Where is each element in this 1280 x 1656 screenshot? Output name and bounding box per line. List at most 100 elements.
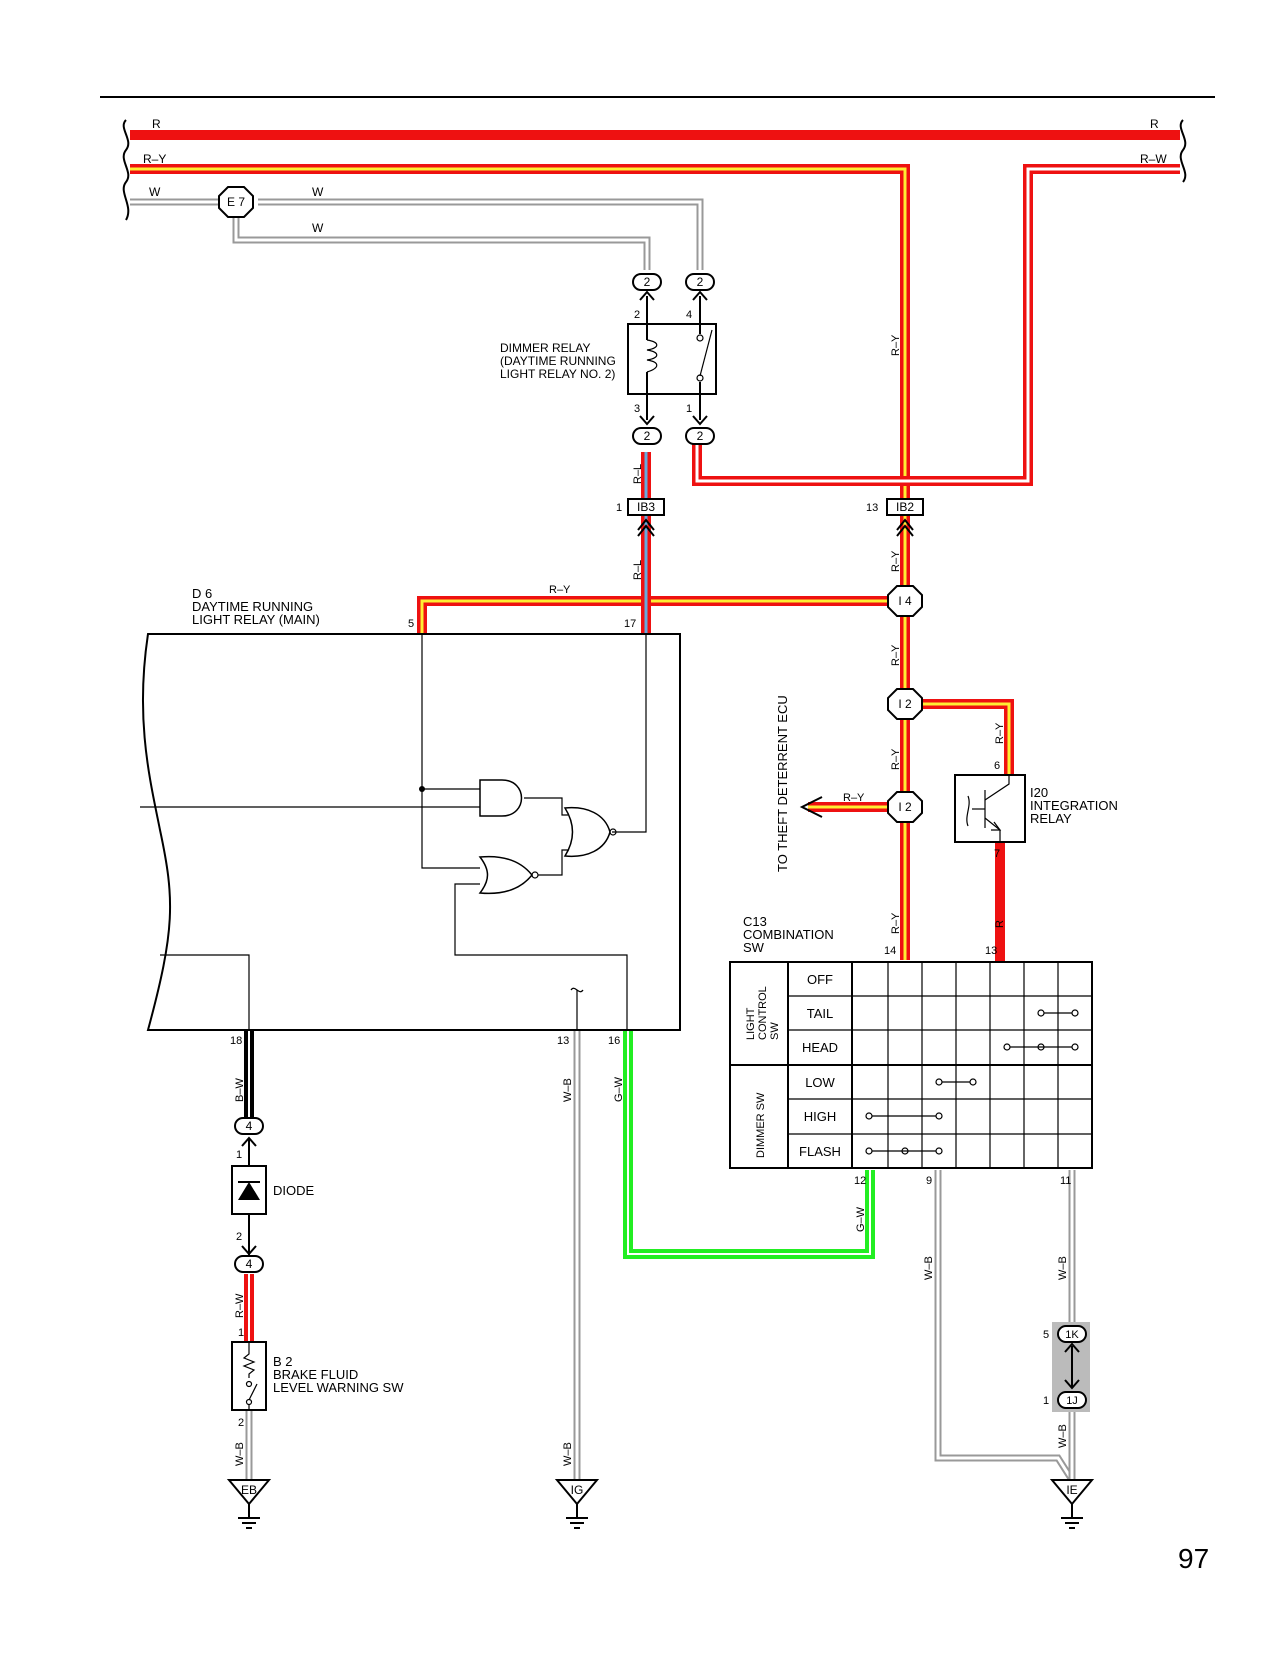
c13-pin-14: 14: [884, 945, 896, 957]
d6-label-3: LIGHT RELAY (MAIN): [192, 612, 320, 627]
c13-row-flash: FLASH: [799, 1144, 841, 1159]
bus-label-rw-right: R–W: [1140, 152, 1167, 166]
c13-row-head: HEAD: [802, 1040, 838, 1055]
svg-text:IB3: IB3: [637, 500, 655, 514]
wire-label-wb-11: W–B: [1057, 1256, 1069, 1280]
c13-row-off: OFF: [807, 972, 833, 987]
svg-text:2: 2: [697, 275, 704, 289]
c13-pin-12: 12: [854, 1175, 866, 1187]
d6-label-2: DAYTIME RUNNING: [192, 599, 313, 614]
wire-label-gw-1: G–W: [613, 1076, 625, 1102]
dr-pin-2: 2: [634, 309, 640, 321]
svg-text:IE: IE: [1066, 1483, 1077, 1497]
ground-eb: EB: [228, 1479, 270, 1529]
i20-label-1: I20: [1030, 785, 1048, 800]
c13-label-3: SW: [743, 940, 765, 955]
ib3-pin: 1: [616, 502, 622, 514]
c13-group-light-2: CONTROL: [757, 986, 769, 1040]
dimmer-relay: [627, 296, 717, 420]
b2-pin-1: 1: [238, 1327, 244, 1339]
svg-text:4: 4: [246, 1257, 253, 1271]
wire-label-ry-v5: R–Y: [890, 912, 902, 934]
svg-text:I 2: I 2: [898, 800, 912, 814]
bus-label-w: W: [149, 185, 161, 199]
c13-pin-13: 13: [985, 945, 997, 957]
dr-pin-1: 1: [686, 403, 692, 415]
c13-group-light-3: SW: [769, 1022, 781, 1040]
wire-label-ry-theft: R–Y: [843, 792, 865, 804]
wire-label-rl-2: R–L: [632, 560, 644, 580]
svg-text:1J: 1J: [1066, 1395, 1078, 1407]
d6-pin-13: 13: [557, 1035, 569, 1047]
jconn-j-pin: 1: [1043, 1395, 1049, 1407]
splice-i2-upper: I 2: [887, 688, 923, 720]
d6-relay: [140, 633, 681, 1031]
diode-connector-bot: 4: [234, 1245, 264, 1273]
c13-label-1: C13: [743, 914, 767, 929]
svg-text:2: 2: [697, 429, 704, 443]
c13-pin-11: 11: [1060, 1175, 1071, 1187]
ib2-pin: 13: [866, 502, 878, 514]
svg-text:1K: 1K: [1065, 1329, 1079, 1341]
wire-label-wb-ig-2: W–B: [562, 1442, 574, 1466]
i20-relay: [954, 774, 1026, 843]
b2-label-2: BRAKE FLUID: [273, 1367, 358, 1382]
splice-i4: I 4: [887, 585, 923, 617]
jconn-k-pin: 5: [1043, 1329, 1049, 1341]
d6-pin-16: 16: [608, 1035, 620, 1047]
ground-ie: IE: [1051, 1479, 1093, 1529]
d6-pin-18: 18: [230, 1035, 242, 1047]
page-number: 97: [1178, 1543, 1209, 1574]
i20-label-2: INTEGRATION: [1030, 798, 1118, 813]
wire-label-bw: B–W: [234, 1078, 246, 1102]
c13-row-low: LOW: [805, 1075, 835, 1090]
connector-dr-top-left: 2: [632, 273, 662, 301]
svg-text:4: 4: [246, 1119, 253, 1133]
wire-label-r-i20: R: [994, 920, 1006, 928]
connector-dr-bot-right: 2: [685, 415, 715, 445]
bus-label-ry: R–Y: [143, 152, 166, 166]
i20-pin-6: 6: [994, 760, 1000, 772]
wire-label-ry-mid: R–Y: [549, 584, 571, 596]
c13-label-2: COMBINATION: [743, 927, 834, 942]
splice-e7: E 7: [218, 186, 254, 218]
d6-pin-5: 5: [408, 618, 414, 630]
dimmer-relay-label-1: DIMMER RELAY: [500, 341, 590, 355]
c13-pin-9: 9: [926, 1175, 932, 1187]
ground-ig: IG: [556, 1479, 598, 1529]
wire-label-wb-ie: W–B: [1057, 1424, 1069, 1448]
svg-text:IG: IG: [571, 1483, 584, 1497]
wire-label-ry-v2: R–Y: [890, 550, 902, 572]
junction-ib2: IB2: [886, 498, 924, 537]
d6-pin-17: 17: [624, 618, 636, 630]
d6-label-1: D 6: [192, 586, 212, 601]
c13-group-dimmer: DIMMER SW: [755, 1092, 767, 1158]
theft-arrow: [799, 796, 823, 818]
diode-pin-1: 1: [236, 1149, 242, 1161]
wire-label-ry-i20: R–Y: [994, 722, 1006, 744]
svg-text:EB: EB: [241, 1483, 257, 1497]
svg-text:I 2: I 2: [898, 697, 912, 711]
wire-label-w-lower: W: [312, 221, 324, 235]
dimmer-relay-label-2: (DAYTIME RUNNING: [500, 354, 616, 368]
c13-switch-table: [729, 961, 1093, 1169]
wire-label-rl-1: R–L: [632, 464, 644, 484]
bus-label-r: R: [152, 117, 161, 131]
c13-row-tail: TAIL: [807, 1006, 834, 1021]
svg-text:2: 2: [644, 429, 651, 443]
b2-label-1: B 2: [273, 1354, 293, 1369]
bus-label-r-right: R: [1150, 117, 1159, 131]
svg-text:IB2: IB2: [896, 500, 914, 514]
b2-pin-2: 2: [238, 1417, 244, 1429]
theft-label: TO THEFT DETERRENT ECU: [775, 695, 790, 872]
splice-i2-lower: I 2: [887, 791, 923, 823]
svg-text:E 7: E 7: [227, 195, 245, 209]
wire-label-wb-eb: W–B: [234, 1442, 246, 1466]
dimmer-relay-label-3: LIGHT RELAY NO. 2): [500, 367, 615, 381]
diode-pin-2: 2: [236, 1231, 242, 1243]
connector-dr-bot-left: 2: [632, 415, 662, 445]
c13-row-high: HIGH: [804, 1109, 837, 1124]
diode-label: DIODE: [273, 1183, 315, 1198]
svg-text:2: 2: [644, 275, 651, 289]
wire-label-w-top: W: [312, 185, 324, 199]
